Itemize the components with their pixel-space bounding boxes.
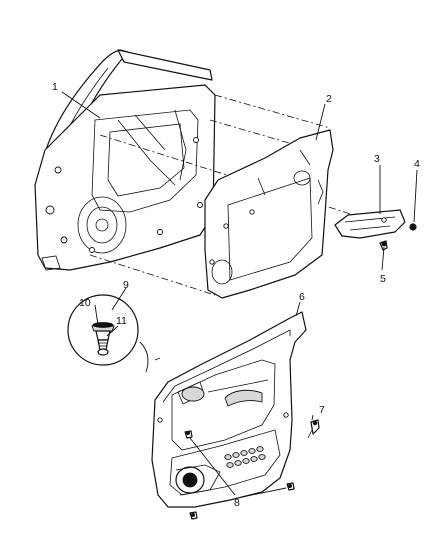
leader-lines bbox=[61, 91, 418, 498]
callout-11: 11 bbox=[116, 315, 127, 327]
bracket bbox=[334, 209, 406, 239]
callout-8: 8 bbox=[234, 497, 240, 509]
screw-7 bbox=[307, 419, 320, 439]
screw-8 bbox=[184, 430, 295, 520]
door-inner-panel bbox=[34, 49, 216, 271]
callout-6: 6 bbox=[299, 291, 305, 303]
callout-4: 4 bbox=[414, 158, 420, 170]
water-shield bbox=[204, 129, 334, 299]
callout-2: 2 bbox=[326, 93, 332, 105]
door-trim-panel bbox=[151, 311, 307, 508]
callout-labels: 1 2 3 4 5 6 7 8 9 10 11 bbox=[52, 81, 420, 509]
callout-5: 5 bbox=[380, 273, 386, 285]
speaker-grille bbox=[224, 446, 266, 468]
callout-7: 7 bbox=[319, 404, 325, 416]
callout-1: 1 bbox=[52, 81, 58, 93]
callout-3: 3 bbox=[374, 153, 380, 165]
screw-5 bbox=[379, 240, 388, 251]
callout-9: 9 bbox=[123, 279, 129, 291]
retainer-detail bbox=[67, 294, 139, 366]
callout-10: 10 bbox=[79, 297, 91, 309]
nut bbox=[409, 223, 417, 231]
